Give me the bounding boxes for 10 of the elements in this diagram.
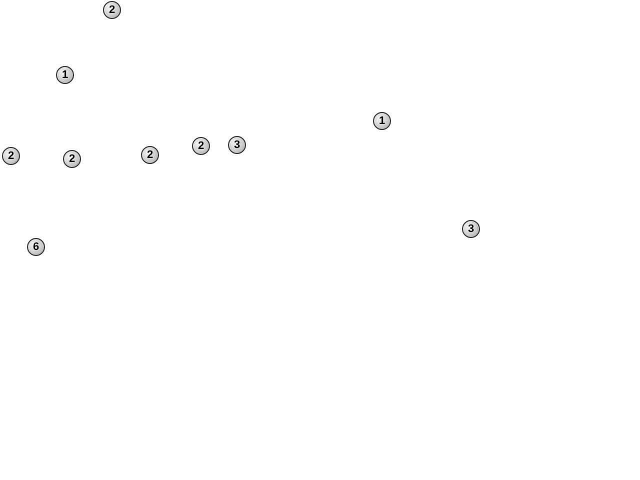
callout-number: 2 bbox=[103, 1, 121, 19]
callout-number: 2 bbox=[192, 137, 210, 155]
callout-number: 6 bbox=[27, 238, 45, 256]
callout-number: 2 bbox=[2, 147, 20, 165]
callout-number: 3 bbox=[228, 136, 246, 154]
callout-number: 2 bbox=[141, 146, 159, 164]
callout-number: 3 bbox=[462, 220, 480, 238]
callout-number: 1 bbox=[56, 66, 74, 84]
callout-number: 1 bbox=[373, 112, 391, 130]
callout-number: 2 bbox=[63, 150, 81, 168]
